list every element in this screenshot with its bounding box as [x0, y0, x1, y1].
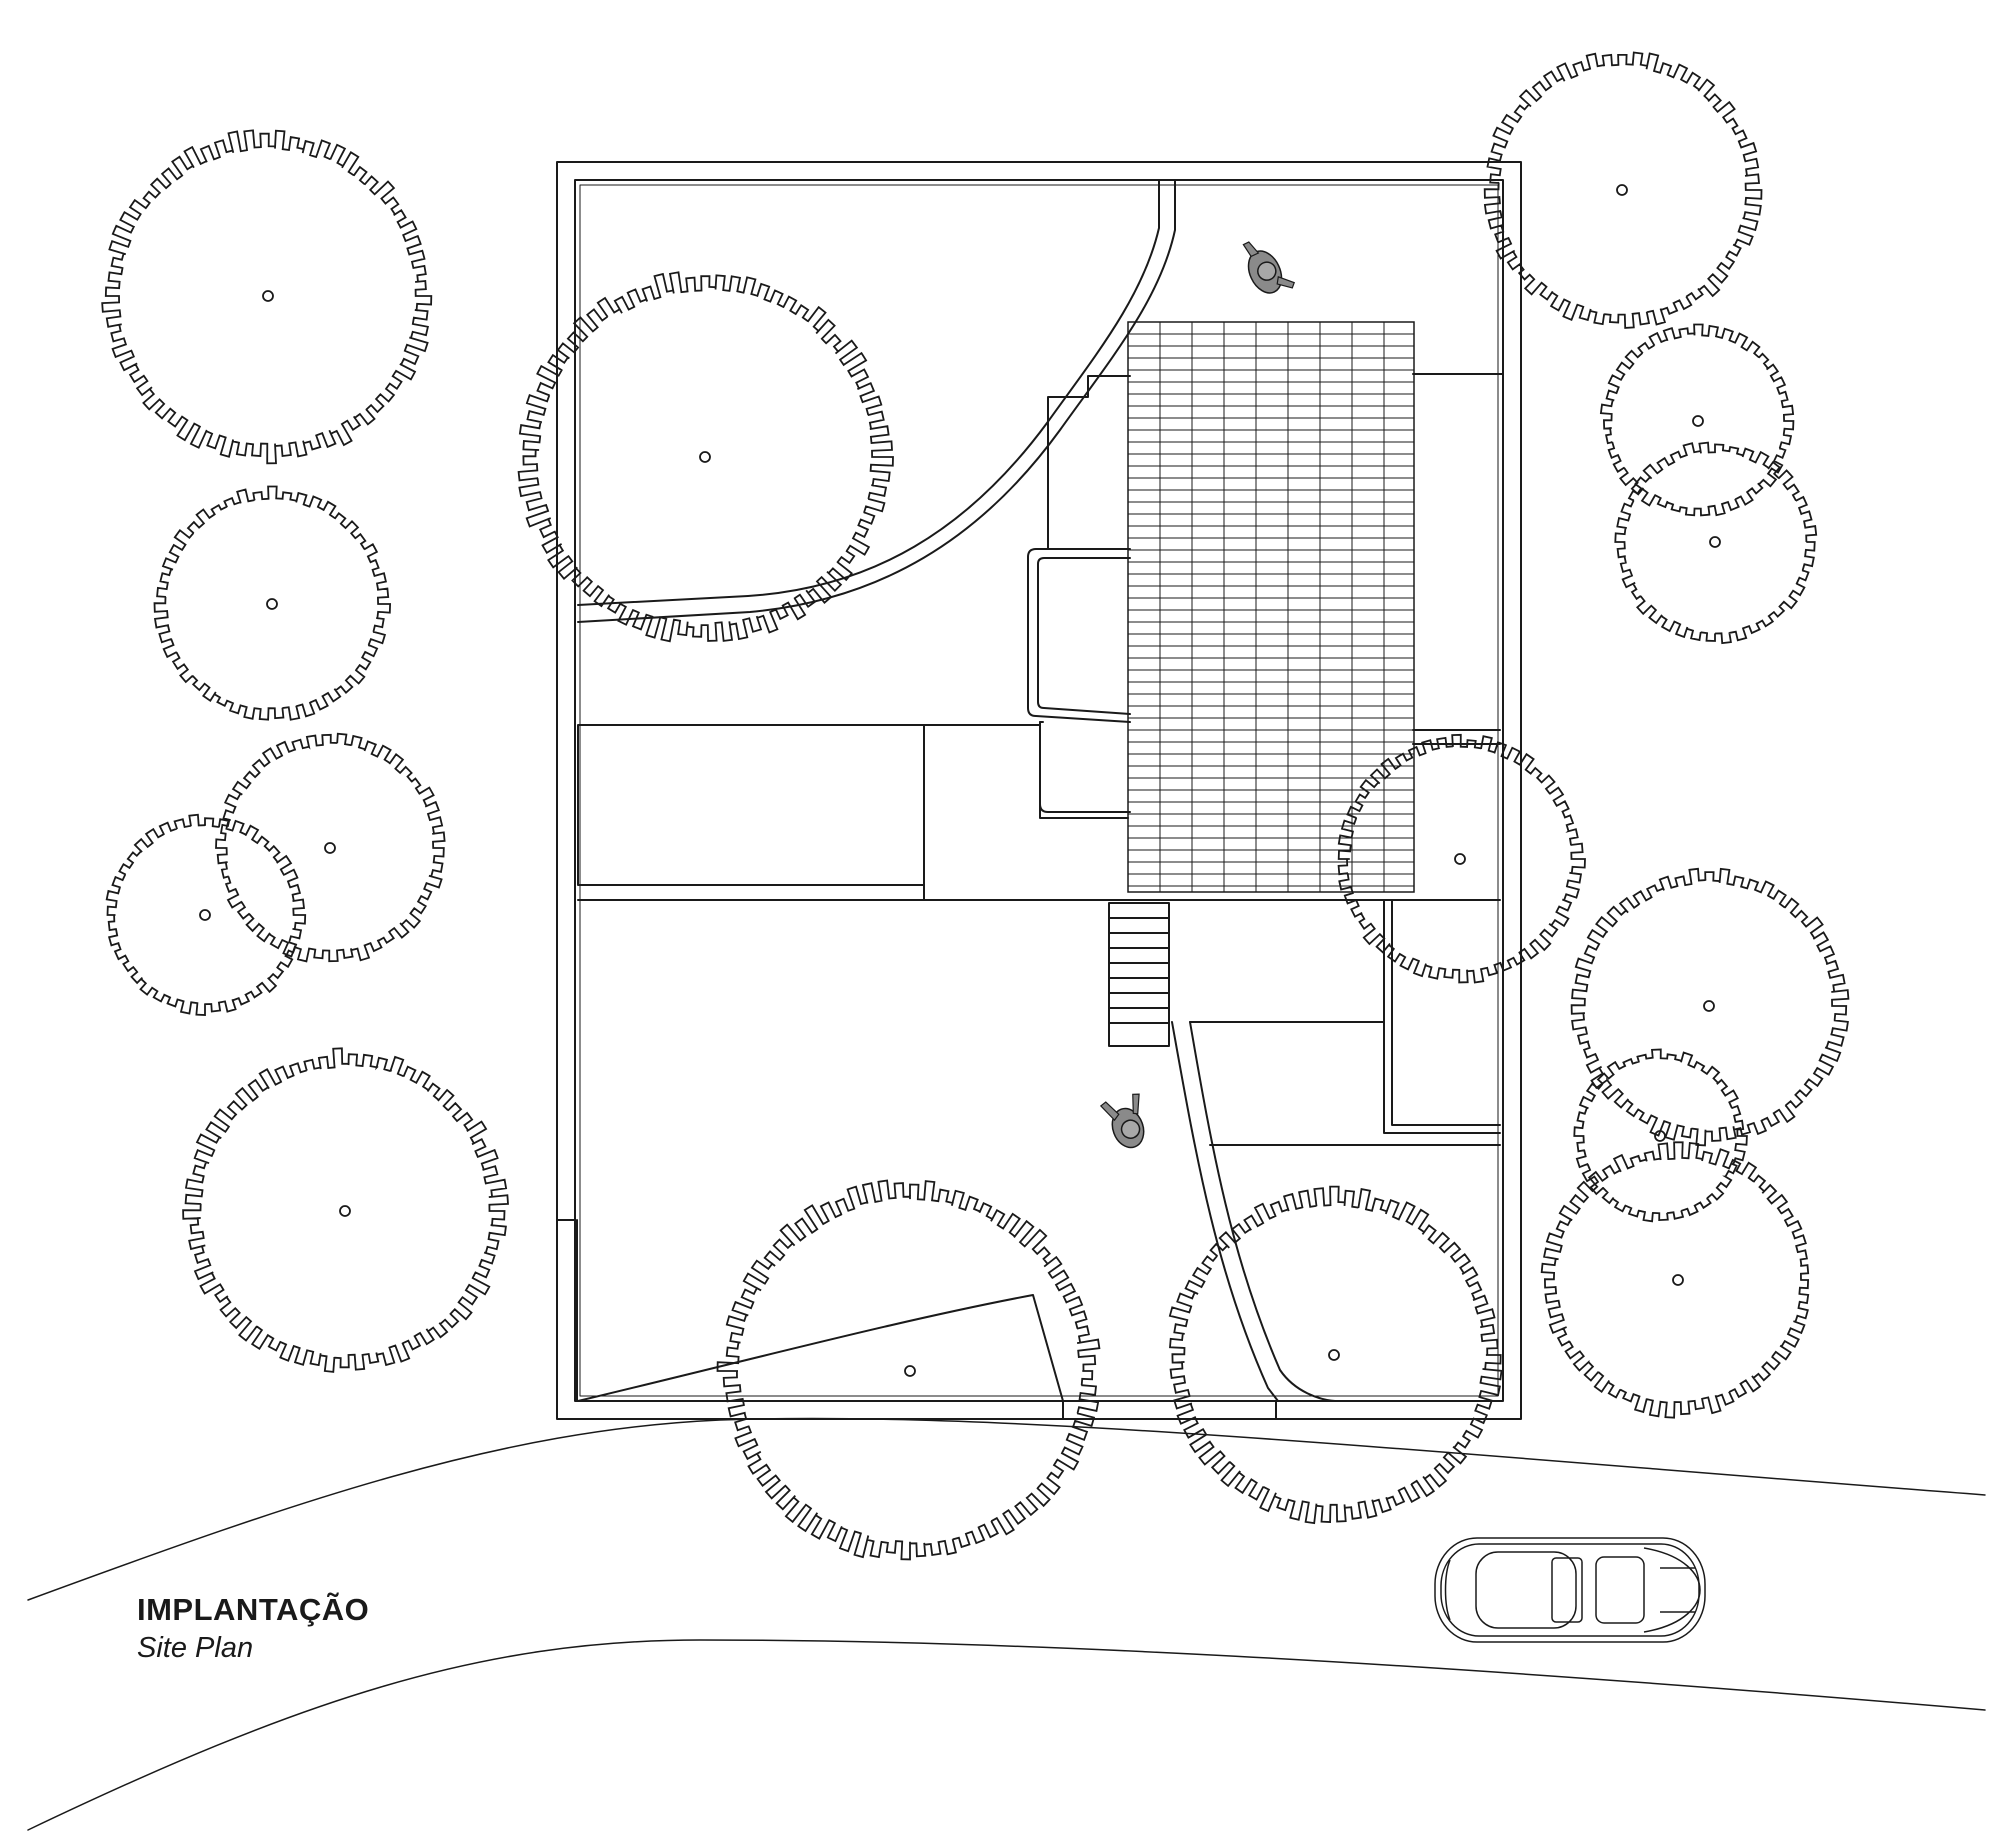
person-icon	[1242, 241, 1296, 294]
tree-canopy	[215, 732, 446, 963]
balcony-inner	[1037, 557, 1131, 715]
room-east-inner	[1391, 899, 1501, 1126]
garden-wedge	[577, 1294, 1064, 1402]
street-edge-lower	[27, 1639, 1986, 1831]
terrace-outline	[1047, 375, 1131, 550]
tree-icon	[1570, 867, 1850, 1147]
room-west	[577, 724, 925, 886]
tree-canopy	[1573, 1048, 1748, 1223]
tree-trunk	[324, 842, 336, 854]
terrace-lower	[1039, 721, 1129, 819]
tree-trunk	[1692, 415, 1704, 427]
tree-canopy	[1483, 51, 1763, 329]
title-block: IMPLANTAÇÃO Site Plan	[137, 1592, 369, 1668]
balcony-outer	[1027, 548, 1131, 723]
tree-canopy	[105, 813, 307, 1016]
tree-icon	[182, 1047, 509, 1373]
walkway-left	[1171, 1021, 1279, 1402]
tree-trunk	[199, 909, 211, 921]
tree-icon	[215, 732, 446, 963]
drawing-title: IMPLANTAÇÃO	[137, 1592, 370, 1627]
room-east	[1383, 899, 1501, 1134]
tree-canopy	[1168, 1185, 1503, 1525]
stair-icon	[1108, 902, 1170, 1047]
tree-canopy	[153, 485, 392, 721]
tree-icon	[1614, 441, 1818, 645]
tree-trunk	[339, 1205, 351, 1217]
tree-trunk	[1654, 1130, 1666, 1142]
tree-canopy	[1337, 733, 1586, 984]
lot-boundary-innermost	[579, 184, 1499, 1397]
tree-trunk	[904, 1365, 916, 1377]
tree-trunk	[1672, 1274, 1684, 1286]
drawing-subtitle: Site Plan	[137, 1632, 254, 1664]
tree-icon	[517, 271, 894, 643]
tree-canopy	[182, 1047, 509, 1373]
tree-icon	[101, 129, 433, 465]
tree-icon	[1483, 51, 1763, 329]
tree-icon	[1337, 733, 1586, 984]
tree-canopy	[1540, 1141, 1810, 1419]
tree-icon	[105, 813, 307, 1016]
tree-canopy	[101, 129, 433, 465]
tree-icon	[1573, 1048, 1748, 1223]
tree-trunk	[1709, 536, 1721, 548]
tree-icon	[1168, 1185, 1503, 1525]
car-icon	[1434, 1537, 1706, 1643]
tree-icon	[1599, 323, 1795, 517]
tree-trunk	[1454, 853, 1466, 865]
tree-trunk	[699, 451, 711, 463]
garden-path-outer	[577, 179, 1176, 623]
lot-boundary-outer	[556, 161, 1522, 1420]
street-edge-upper	[27, 1417, 1986, 1601]
walkway-right	[1189, 1021, 1336, 1402]
tree-canopy	[1599, 323, 1795, 517]
tree-trunk	[1328, 1349, 1340, 1361]
tree-canopy	[1614, 441, 1818, 645]
person-icon	[1099, 1093, 1145, 1149]
balcony-lower	[1039, 721, 1131, 813]
tree-trunk	[1703, 1000, 1715, 1012]
tree-trunk	[266, 598, 278, 610]
roof-grid	[1127, 321, 1415, 893]
tree-trunk	[1616, 184, 1628, 196]
tree-icon	[716, 1179, 1101, 1561]
tree-canopy	[1570, 867, 1850, 1147]
tree-trunk	[262, 290, 274, 302]
tree-icon	[153, 485, 392, 721]
tree-icon	[1540, 1141, 1810, 1419]
tree-canopy	[716, 1179, 1101, 1561]
tree-canopy	[517, 271, 894, 643]
lot-boundary-inner	[574, 179, 1504, 1402]
